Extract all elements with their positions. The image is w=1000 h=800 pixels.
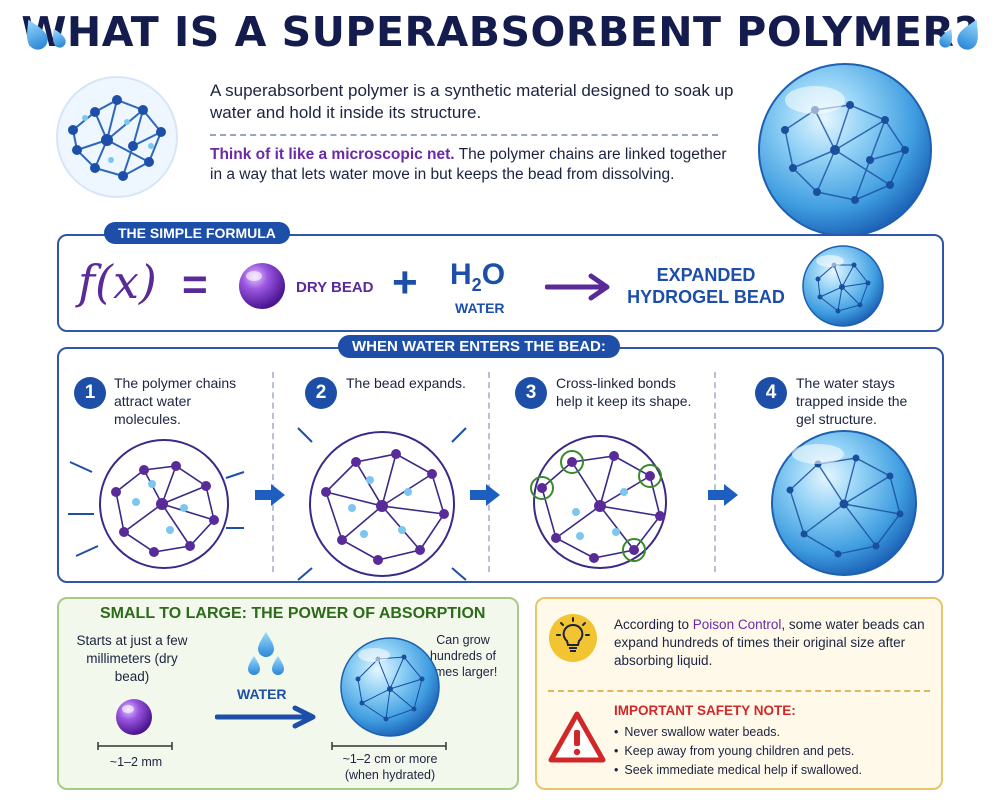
h2o-o: O: [481, 258, 506, 291]
step-number-1: 1: [74, 377, 106, 409]
dry-bead-icon: [114, 697, 154, 742]
step-3-illustration: [516, 432, 686, 577]
step-text-3: Cross-linked bonds help it keep its shap…: [556, 375, 692, 409]
arrow-right-icon: [214, 705, 321, 734]
hydrogel-bead-icon: [800, 243, 886, 334]
steps-header: WHEN WATER ENTERS THE BEAD:: [338, 335, 620, 358]
formula-plus: +: [392, 258, 418, 307]
water-label: WATER: [237, 686, 287, 702]
safety-intro-pre: According to: [614, 617, 693, 632]
expanded-bead-label: EXPANDED HYDROGEL BEAD: [626, 264, 786, 308]
dry-bead-icon: [236, 260, 288, 317]
divider: [488, 372, 490, 572]
formula-panel: [57, 234, 944, 332]
arrow-right-icon: [544, 272, 615, 307]
step-number-4: 4: [755, 377, 787, 409]
divider: [272, 372, 274, 572]
step-2-illustration: [292, 422, 472, 587]
formula-fx: f(x): [78, 255, 157, 309]
warning-triangle-icon: [548, 710, 606, 769]
expanded-line-1: EXPANDED: [656, 265, 756, 285]
arrow-right-icon: [706, 482, 740, 513]
hydrogel-bead-illustration: [745, 60, 945, 245]
divider: [548, 690, 930, 692]
large-size-value: ~1–2 cm or more: [342, 752, 438, 766]
divider: [714, 372, 716, 572]
h2o-h: H: [450, 258, 472, 291]
page-title: WHAT IS A SUPERABSORBENT POLYMER?: [21, 8, 979, 56]
arrow-right-icon: [468, 482, 502, 513]
safety-heading: IMPORTANT SAFETY NOTE:: [614, 703, 796, 718]
h2o-sub: 2: [471, 275, 482, 295]
step-4-illustration: [760, 428, 930, 583]
step-1-illustration: [66, 432, 246, 577]
water-drop-icon: [935, 14, 983, 54]
step-text-1: The polymer chains attract water molecul…: [114, 375, 237, 427]
hydrogel-bead-icon: [338, 635, 442, 744]
step-text-4: The water stays trapped inside the gel s…: [796, 375, 908, 427]
large-size-label: ~1–2 cm or more (when hydrated): [320, 751, 460, 783]
safety-item: Keep away from young children and pets.: [614, 742, 862, 761]
starts-text: Starts at just a few millimeters (dry be…: [76, 633, 188, 684]
water-drop-icon: [244, 630, 290, 687]
small-size-bracket: [96, 739, 176, 757]
arrow-right-icon: [253, 482, 287, 513]
safety-intro-post: , some water beads can expand hundreds o…: [614, 617, 925, 668]
polymer-network-illustration: [55, 70, 180, 210]
formula-equals: =: [182, 260, 208, 309]
large-size-note: (when hydrated): [344, 768, 436, 782]
grow-text: Can grow hundreds of times larger!: [428, 633, 498, 679]
small-size-label: ~1–2 mm: [109, 755, 163, 769]
safety-intro: According to Poison Control, some water …: [614, 616, 934, 670]
lightbulb-icon: [548, 613, 598, 668]
absorption-panel: [57, 597, 519, 790]
h2o-formula: H2O: [450, 258, 505, 296]
poison-control-link[interactable]: Poison Control: [692, 617, 782, 632]
intro-section: A superabsorbent polymer is a synthetic …: [210, 80, 740, 185]
intro-paragraph-2-text: The polymer chains are linked together i…: [210, 146, 727, 183]
dry-bead-label: DRY BEAD: [296, 279, 374, 296]
absorption-title: SMALL TO LARGE: THE POWER OF ABSORPTION: [100, 605, 486, 622]
step-text-2: The bead expands.: [346, 375, 466, 391]
intro-paragraph: A superabsorbent polymer is a synthetic …: [210, 81, 734, 122]
large-size-bracket: [330, 739, 450, 757]
expanded-line-2: HYDROGEL BEAD: [627, 287, 785, 307]
water-drop-icon: [22, 14, 70, 54]
safety-list: Never swallow water beads. Keep away fro…: [614, 723, 862, 780]
formula-header: THE SIMPLE FORMULA: [104, 222, 290, 244]
intro-highlight: Think of it like a microscopic net.: [210, 146, 455, 163]
intro-paragraph-2: Think of it like a microscopic net. The …: [210, 145, 740, 185]
safety-item: Never swallow water beads.: [614, 723, 862, 742]
divider: [210, 134, 718, 136]
step-number-2: 2: [305, 377, 337, 409]
water-label: WATER: [455, 300, 505, 316]
step-number-3: 3: [515, 377, 547, 409]
safety-item: Seek immediate medical help if swallowed…: [614, 761, 862, 780]
